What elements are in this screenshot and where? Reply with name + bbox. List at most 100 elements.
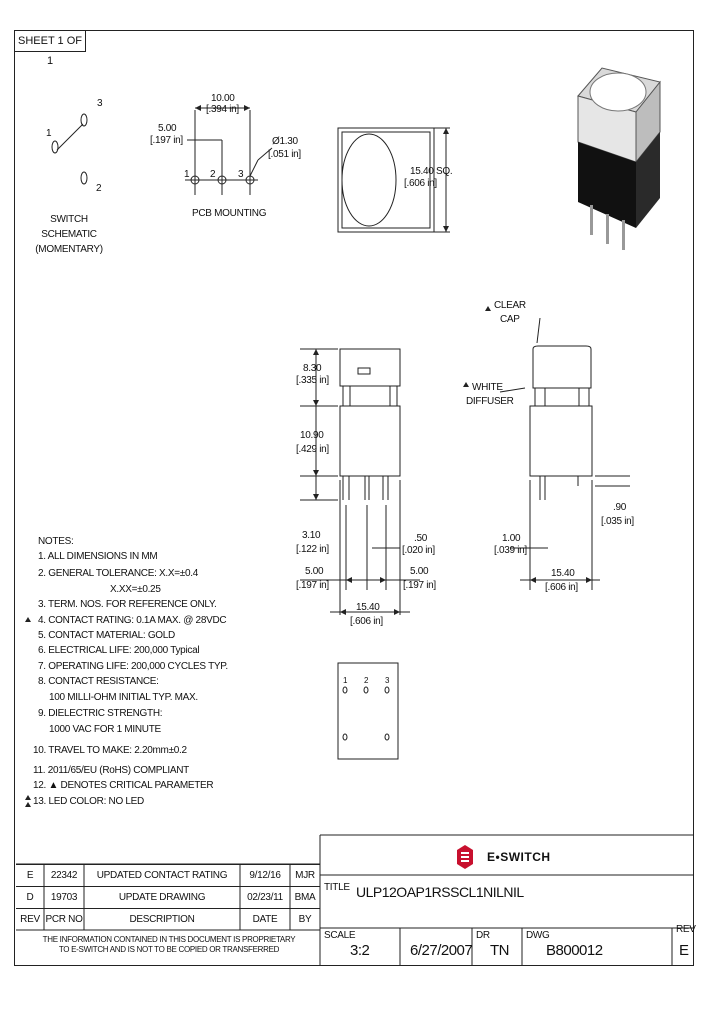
label-white: WHITE xyxy=(472,382,503,393)
label-diffuser: DIFFUSER xyxy=(466,396,514,407)
dim-width-left-in: [.606 in] xyxy=(350,616,383,627)
drawn-by-label: DR xyxy=(476,930,490,941)
notes-heading: NOTES: xyxy=(38,536,74,547)
label-clear: CLEAR xyxy=(494,300,526,311)
schematic-caption-1: SWITCH xyxy=(50,214,88,225)
dim-pin-length: 3.10 xyxy=(302,530,321,541)
note-6: 6. ELECTRICAL LIFE: 200,000 Typical xyxy=(38,645,200,656)
dim-body-height: 10.90 xyxy=(300,430,324,441)
schematic-pin-3: 3 xyxy=(97,98,103,109)
note-2b: X.XX=±0.25 xyxy=(110,584,161,595)
bottom-pin-1: 1 xyxy=(343,676,348,685)
rev-pcr: 22342 xyxy=(50,870,78,881)
note-2: 2. GENERAL TOLERANCE: X.X=±0.4 xyxy=(38,568,198,579)
note-3: 3. TERM. NOS. FOR REFERENCE ONLY. xyxy=(38,599,217,610)
rev-by: MJR xyxy=(295,870,315,881)
pcb-dim-left: 5.00 xyxy=(158,123,177,134)
top-view-outline xyxy=(337,127,450,233)
eswitch-logo-text: E•SWITCH xyxy=(487,850,551,864)
note-12: 12. ▲ DENOTES CRITICAL PARAMETER xyxy=(33,780,214,791)
title-label: TITLE xyxy=(324,882,350,893)
rev-label: REV xyxy=(676,924,696,935)
bottom-view-outline xyxy=(337,662,399,760)
rev-by: BMA xyxy=(294,892,316,903)
revision-row-d: D 19703 UPDATE DRAWING 02/23/11 BMA xyxy=(16,886,320,909)
dim-cap-height: 8.30 xyxy=(303,363,322,374)
sheet-frame xyxy=(14,30,694,966)
drawn-by-value: TN xyxy=(490,942,510,959)
note-13: 13. LED COLOR: NO LED xyxy=(33,796,144,807)
bottom-pin-3: 3 xyxy=(385,676,390,685)
top-view-dim: 15.40 SQ. xyxy=(410,166,453,177)
dim-foot-in: [.039 in] xyxy=(494,545,527,556)
schematic-pin-2: 2 xyxy=(96,183,102,194)
dim-width-right-in: [.606 in] xyxy=(545,582,578,593)
note-1: 1. ALL DIMENSIONS IN MM xyxy=(38,551,158,562)
disclaimer-line-2: TO E-SWITCH AND IS NOT TO BE COPIED OR T… xyxy=(58,945,280,954)
rev-header-description: DESCRIPTION xyxy=(129,914,195,925)
top-view-dim-in: [.606 in] xyxy=(404,178,437,189)
note-5: 5. CONTACT MATERIAL: GOLD xyxy=(38,630,175,641)
pcb-pin-3: 3 xyxy=(238,169,244,180)
dim-pitch-left: 5.00 xyxy=(305,566,324,577)
switch-schematic-symbol xyxy=(51,113,88,185)
rev-description: UPDATED CONTACT RATING xyxy=(96,870,228,881)
dim-width-left: 15.40 xyxy=(356,602,380,613)
revision-row-e: E 22342 UPDATED CONTACT RATING 9/12/16 M… xyxy=(16,864,320,887)
switch-3d-render xyxy=(577,67,661,250)
rev-date: 02/23/11 xyxy=(247,892,283,903)
dim-tab: .90 xyxy=(613,502,627,513)
note-4: 4. CONTACT RATING: 0.1A MAX. @ 28VDC xyxy=(38,615,227,626)
dwg-number: B800012 xyxy=(546,942,603,959)
bottom-pin-2: 2 xyxy=(364,676,369,685)
pcb-dim-hole: Ø1.30 xyxy=(272,136,298,147)
disclaimer-line-1: THE INFORMATION CONTAINED IN THIS DOCUME… xyxy=(42,935,296,944)
part-number-title: ULP12OAP1RSSCL1NILNIL xyxy=(356,884,524,900)
note-9: 9. DIELECTRIC STRENGTH: xyxy=(38,708,163,719)
dim-pitch-left-in: [.197 in] xyxy=(296,580,329,591)
dim-cap-height-in: [.335 in] xyxy=(296,375,329,386)
rev-date: 9/12/16 xyxy=(249,870,281,881)
dimension-arrows xyxy=(25,105,592,807)
dim-tab-in: [.035 in] xyxy=(601,516,634,527)
rev-letter: D xyxy=(26,892,34,903)
pcb-pin-1: 1 xyxy=(184,169,190,180)
pcb-dim-left-in: [.197 in] xyxy=(150,135,183,146)
scale-label: SCALE xyxy=(324,930,356,941)
sheet-number-label: SHEET 1 OF 1 xyxy=(14,30,86,67)
rev-header-rev: REV xyxy=(20,914,40,925)
rev-description: UPDATE DRAWING xyxy=(118,892,206,903)
label-cap: CAP xyxy=(500,314,520,325)
pcb-dim-top-in: [.394 in] xyxy=(206,104,239,115)
schematic-caption-3: (MOMENTARY) xyxy=(35,244,103,255)
dim-foot: 1.00 xyxy=(502,533,521,544)
dim-pin-width: .50 xyxy=(414,533,428,544)
schematic-caption-2: SCHEMATIC xyxy=(41,229,97,240)
dim-pitch-right-in: [.197 in] xyxy=(403,580,436,591)
scale-value: 3:2 xyxy=(350,942,370,959)
note-7: 7. OPERATING LIFE: 200,000 CYCLES TYP. xyxy=(38,661,228,672)
note-9b: 1000 VAC FOR 1 MINUTE xyxy=(49,724,161,735)
pcb-dim-top: 10.00 xyxy=(211,93,235,104)
note-10: 10. TRAVEL TO MAKE: 2.20mm±0.2 xyxy=(33,745,187,756)
pcb-pin-2: 2 xyxy=(210,169,216,180)
pcb-caption: PCB MOUNTING xyxy=(192,208,267,219)
rev-header-by: BY xyxy=(298,914,312,925)
dim-pin-width-in: [.020 in] xyxy=(402,545,435,556)
revision-header-row: REV PCR NO DESCRIPTION DATE BY xyxy=(16,908,320,931)
rev-header-pcr: PCR NO xyxy=(45,914,83,925)
dim-pin-length-in: [.122 in] xyxy=(296,544,329,555)
note-8: 8. CONTACT RESISTANCE: xyxy=(38,676,159,687)
dim-body-height-in: [.429 in] xyxy=(296,444,329,455)
drawing-date: 6/27/2007 xyxy=(410,942,473,959)
rev-pcr: 19703 xyxy=(50,892,78,903)
schematic-pin-1: 1 xyxy=(46,128,52,139)
pcb-mounting-pattern xyxy=(185,107,273,195)
dim-pitch-right: 5.00 xyxy=(410,566,429,577)
pcb-dim-hole-in: [.051 in] xyxy=(268,149,301,160)
eswitch-logo-mark xyxy=(457,845,473,869)
rev-header-date: DATE xyxy=(252,914,278,925)
note-8b: 100 MILLI-OHM INITIAL TYP. MAX. xyxy=(49,692,198,703)
